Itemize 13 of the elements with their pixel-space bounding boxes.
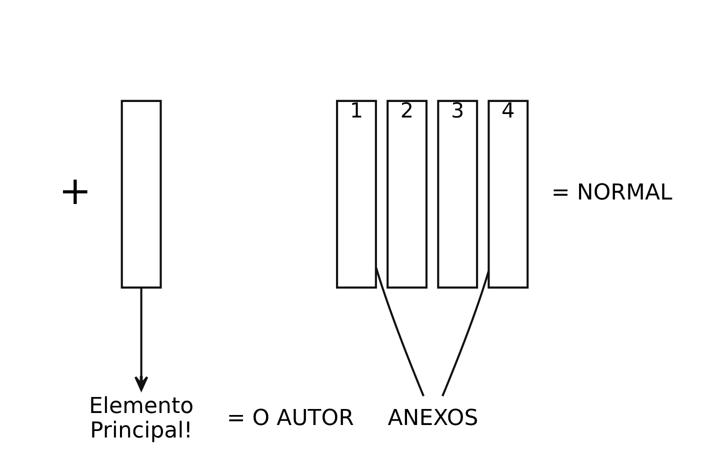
label: = O AUTOR: [226, 406, 354, 432]
connector: [375, 267, 425, 396]
node-box: 1: [336, 100, 377, 289]
label: = NORMAL: [551, 180, 672, 206]
label: +: [58, 168, 92, 214]
node-text: Elemento Principal!: [88, 394, 194, 444]
node-text: ANEXOS: [388, 406, 478, 432]
node-bar: [120, 100, 162, 289]
connector: [442, 270, 490, 396]
node-box: 3: [437, 100, 478, 289]
arrow: [134, 288, 148, 392]
node-box: 2: [386, 100, 428, 289]
node-box: 4: [488, 100, 529, 289]
